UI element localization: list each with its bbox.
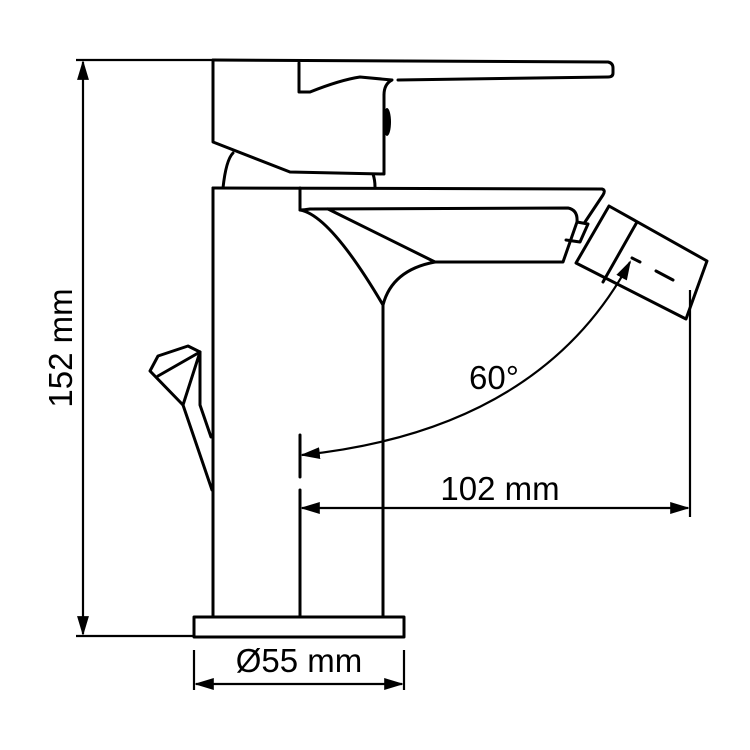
- nozzle-connector: [564, 220, 590, 244]
- reach-dimension: [300, 290, 692, 517]
- body-top: [211, 186, 606, 224]
- diameter-label: Ø55 mm: [236, 642, 363, 679]
- spout: [298, 186, 579, 307]
- angle-label: 60°: [469, 359, 519, 396]
- handle-lever: [211, 58, 615, 82]
- height-dimension: [76, 58, 213, 638]
- angle-dimension: [300, 260, 631, 460]
- base-plate: [192, 615, 406, 639]
- faucet-outline: [148, 58, 709, 639]
- nozzle-head: [574, 204, 709, 321]
- nozzle-axis: [630, 256, 675, 282]
- handle-body: [211, 58, 386, 176]
- handle-pin: [383, 108, 391, 136]
- diameter-dimension: [192, 650, 406, 690]
- height-label: 152 mm: [42, 288, 79, 407]
- popup-lever: [148, 344, 202, 407]
- reach-label: 102 mm: [440, 470, 559, 507]
